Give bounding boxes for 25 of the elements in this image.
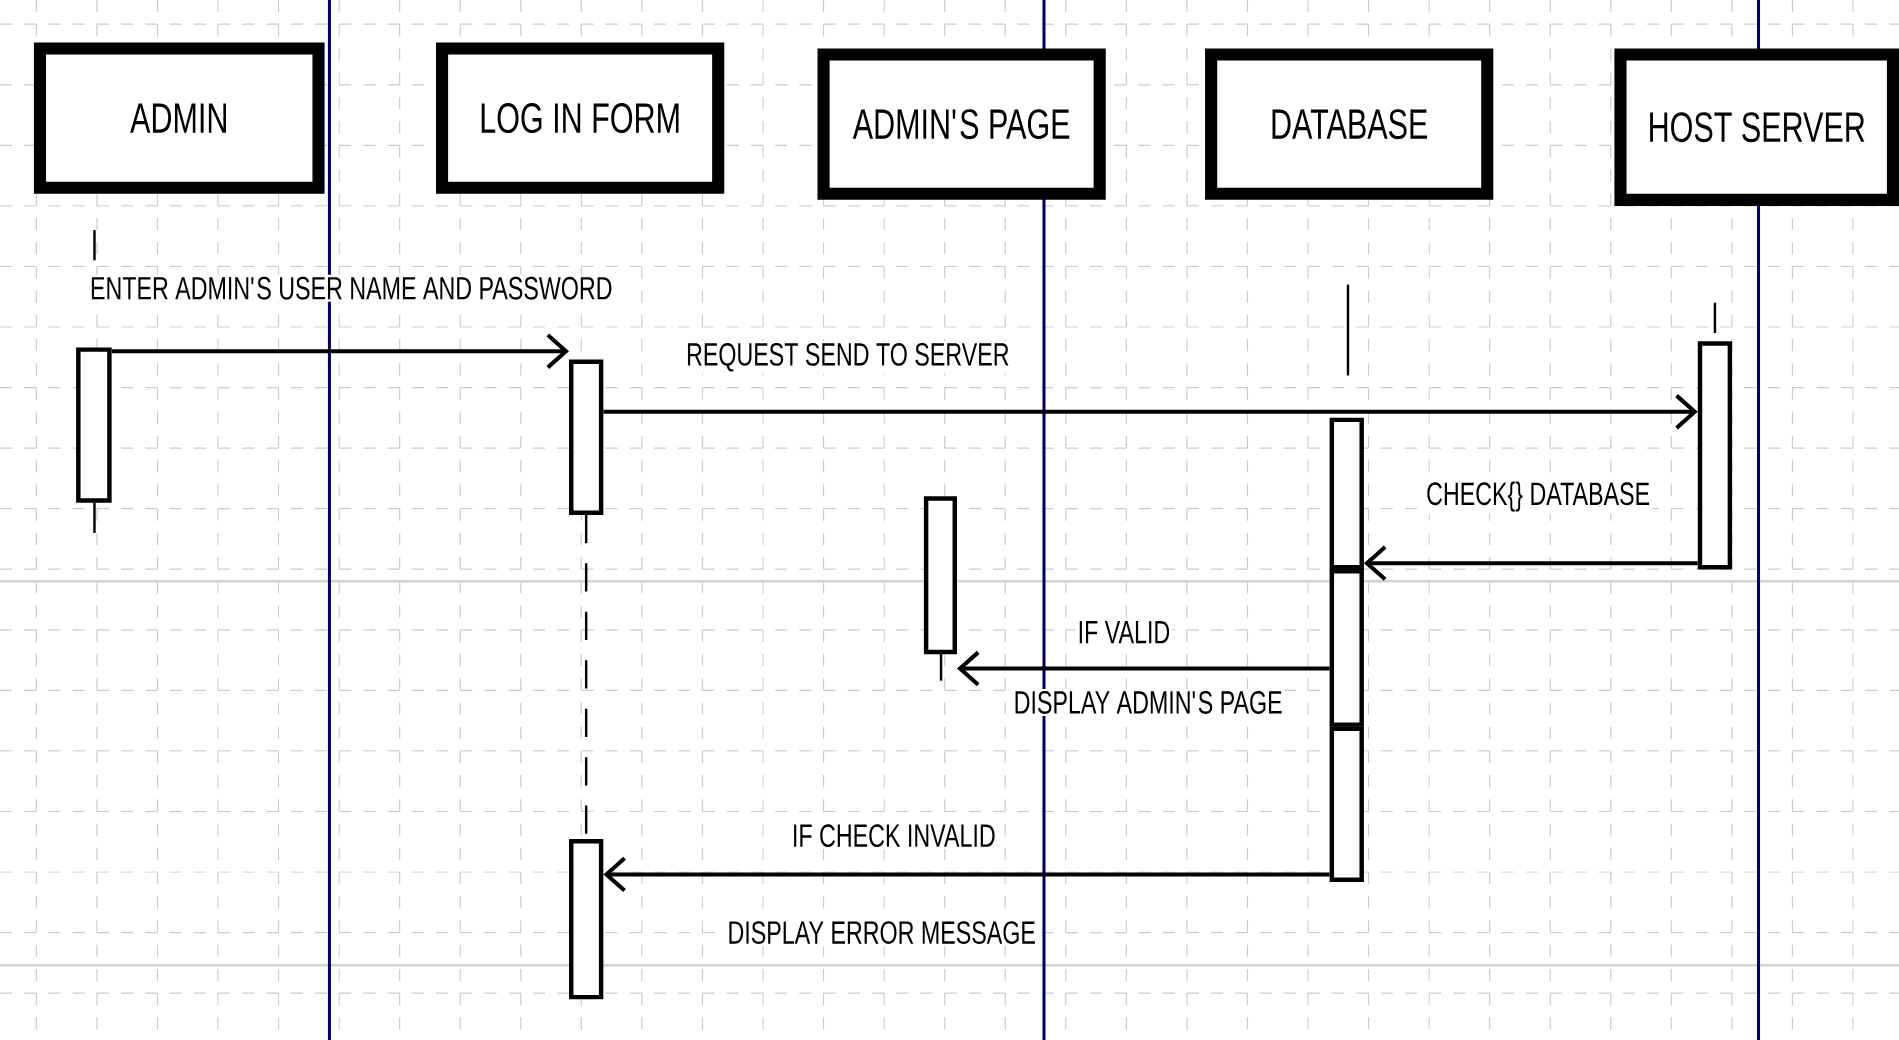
- activation-bar: [76, 347, 112, 503]
- activation-bar: [923, 496, 957, 655]
- lifeline-header: DATABASE: [1205, 48, 1494, 200]
- lifeline-header: ADMIN: [33, 42, 325, 194]
- message-label: CHECK{} DATABASE: [1424, 479, 1653, 514]
- activation-bar: [1329, 417, 1364, 570]
- activation-bar: [1329, 568, 1364, 727]
- message-arrow: [603, 393, 1698, 430]
- message-arrow: [956, 650, 1330, 687]
- activation-bar: [569, 359, 604, 515]
- activation-bar: [1329, 726, 1364, 882]
- message-label: REQUEST SEND TO SERVER: [684, 340, 1012, 374]
- message-label: DISPLAY ADMIN'S PAGE: [1011, 688, 1285, 716]
- lifeline-header: HOST SERVER: [1614, 48, 1899, 206]
- lifeline-header: ADMIN'S PAGE: [817, 48, 1106, 200]
- message-label: ENTER ADMIN'S USER NAME AND PASSWORD: [87, 274, 615, 302]
- message-label: IF CHECK INVALID: [789, 822, 998, 849]
- activation-bar: [1697, 341, 1733, 570]
- activation-bar: [569, 838, 604, 1000]
- message-arrow: [111, 333, 570, 369]
- lifeline-header: LOG IN FORM: [436, 42, 725, 194]
- message-arrow: [1363, 545, 1698, 581]
- message-arrow: [603, 856, 1330, 892]
- message-label: IF VALID: [1075, 618, 1173, 646]
- message-label: DISPLAY ERROR MESSAGE: [725, 918, 1038, 946]
